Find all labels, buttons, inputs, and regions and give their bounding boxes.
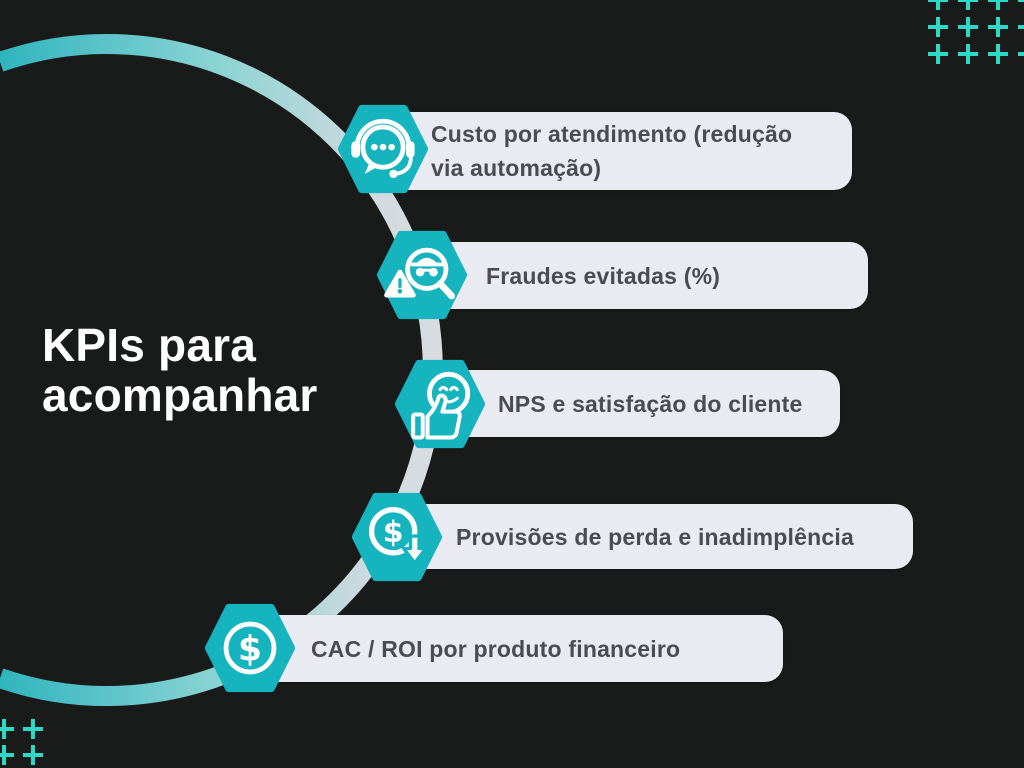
svg-text:$: $ (383, 515, 404, 550)
kpi-label-pill: Fraudes evitadas (%) (398, 242, 868, 309)
plus-icon (988, 0, 1008, 10)
plus-icon (23, 745, 43, 765)
headset-chat-icon (337, 103, 429, 195)
plus-icon (928, 17, 948, 37)
kpi-label-pill: Custo por atendimento (redução via autom… (355, 112, 852, 190)
kpi-label-pill: Provisões de perda e inadimplência (368, 504, 913, 569)
svg-text:$: $ (238, 629, 262, 669)
plus-icon (928, 0, 948, 10)
kpi-label-text: CAC / ROI por produto financeiro (311, 635, 681, 662)
kpi-label-text: Custo por atendimento (redução via autom… (431, 121, 793, 181)
plus-icon (958, 0, 978, 10)
dollar-coin-icon: $ (204, 602, 296, 694)
plus-icon (1018, 17, 1024, 37)
plus-icon (958, 17, 978, 37)
plus-icon (23, 719, 43, 739)
plus-icon (1018, 44, 1024, 64)
kpi-label-text: Fraudes evitadas (%) (486, 262, 721, 289)
kpi-label-text: NPS e satisfação do cliente (498, 390, 803, 417)
plus-icon (0, 745, 14, 765)
dollar-decrease-icon: $ (351, 491, 443, 583)
kpi-label-text: Provisões de perda e inadimplência (456, 523, 854, 550)
plus-icon (958, 44, 978, 64)
kpi-label-pill: NPS e satisfação do cliente (416, 370, 840, 437)
plus-icon (988, 17, 1008, 37)
fraud-detection-icon (376, 229, 468, 321)
page-title: KPIs para acompanhar (42, 319, 318, 421)
plus-icon (1018, 0, 1024, 10)
thumbs-up-smiley-icon (394, 358, 486, 450)
plus-icon (988, 44, 1008, 64)
plus-grid-top-right (928, 0, 1024, 64)
kpi-label-pill: CAC / ROI por produto financeiro (225, 615, 783, 682)
plus-grid-bottom-left (0, 719, 43, 765)
plus-icon (928, 44, 948, 64)
plus-icon (0, 719, 14, 739)
